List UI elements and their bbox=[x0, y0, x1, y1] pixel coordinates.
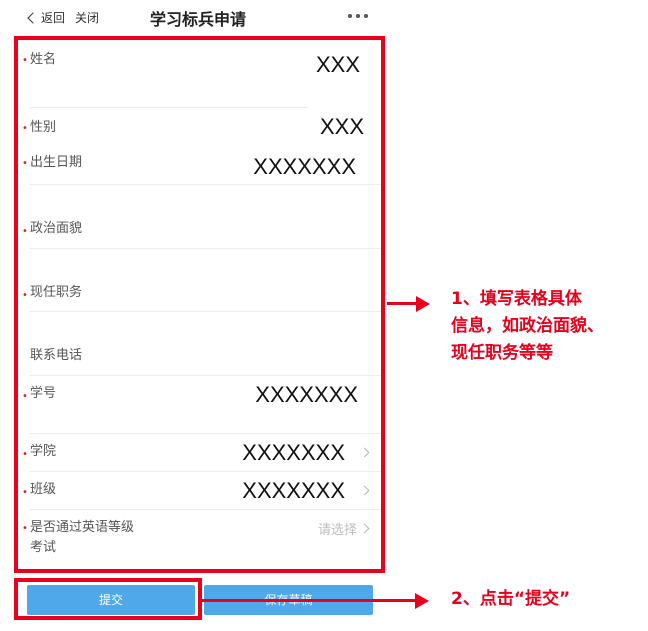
chevron-right-icon bbox=[359, 523, 370, 534]
field-label: 性别 bbox=[30, 120, 57, 135]
note-line: 信息，如政治面貌、 bbox=[451, 316, 604, 336]
required-marker: • bbox=[22, 487, 28, 498]
required-marker: • bbox=[22, 226, 28, 237]
annotation-arrow-head-icon bbox=[415, 593, 429, 609]
annotation-note-click-submit: 2、点击“提交” bbox=[451, 589, 571, 609]
required-marker: • bbox=[22, 123, 28, 134]
form-row-phone[interactable]: 联系电话 bbox=[17, 312, 382, 376]
required-marker: • bbox=[22, 158, 28, 169]
annotation-note-fill-form: 1、填写表格具体 信息，如政治面貌、 现任职务等等 bbox=[451, 286, 645, 367]
field-value[interactable]: XXXXXXX bbox=[255, 382, 358, 407]
field-label: 出生日期 bbox=[30, 155, 83, 170]
form-row-student-id[interactable]: • 学号 XXXXXXX bbox=[17, 376, 382, 434]
field-value[interactable]: XXX bbox=[315, 52, 360, 77]
row-divider bbox=[30, 509, 382, 510]
field-label: 政治面貌 bbox=[30, 221, 83, 236]
required-marker: • bbox=[22, 55, 28, 66]
annotation-arrow-line bbox=[200, 599, 416, 602]
row-divider bbox=[30, 107, 308, 108]
field-label: 学号 bbox=[30, 386, 57, 401]
field-label-continued: 考试 bbox=[30, 540, 57, 555]
form-row-name[interactable]: • 姓名 XXX bbox=[17, 38, 382, 108]
form-row-english-exam[interactable]: • 是否通过英语等级 考试 请选择 bbox=[17, 510, 382, 568]
row-divider bbox=[30, 311, 382, 312]
form-row-current-position[interactable]: • 现任职务 bbox=[17, 249, 382, 312]
row-divider bbox=[30, 375, 382, 376]
application-form: • 姓名 XXX • 性别 XXX • 出生日期 XXXXXXX • 政治面貌 … bbox=[17, 38, 382, 570]
field-value[interactable]: XXXXXXX bbox=[242, 478, 345, 503]
required-marker: • bbox=[22, 523, 28, 534]
required-marker: • bbox=[22, 290, 28, 301]
field-label: 现任职务 bbox=[30, 285, 83, 300]
row-divider bbox=[30, 184, 382, 185]
form-row-birthdate[interactable]: • 出生日期 XXXXXXX bbox=[17, 146, 382, 185]
field-label: 是否通过英语等级 bbox=[30, 520, 135, 535]
annotation-arrow-head-icon bbox=[416, 296, 430, 312]
field-label: 班级 bbox=[30, 482, 57, 497]
chevron-right-icon bbox=[359, 447, 370, 458]
select-placeholder[interactable]: 请选择 bbox=[317, 523, 357, 538]
annotation-arrow-line bbox=[387, 302, 417, 305]
form-row-college[interactable]: • 学院 XXXXXXX bbox=[17, 434, 382, 472]
required-marker: • bbox=[22, 449, 28, 460]
chevron-right-icon bbox=[359, 485, 370, 496]
close-button[interactable]: 关闭 bbox=[75, 11, 100, 25]
row-divider bbox=[30, 248, 382, 249]
chevron-left-icon bbox=[27, 12, 39, 24]
page-title: 学习标兵申请 bbox=[150, 10, 247, 29]
form-row-political-status[interactable]: • 政治面貌 bbox=[17, 185, 382, 249]
field-value[interactable]: XXXXXXX bbox=[253, 154, 356, 179]
required-marker: • bbox=[22, 391, 28, 402]
submit-button[interactable]: 提交 bbox=[27, 585, 195, 615]
more-options-icon[interactable] bbox=[348, 9, 370, 23]
field-value[interactable]: XXX bbox=[319, 114, 364, 139]
back-label: 返回 bbox=[41, 11, 66, 25]
row-divider bbox=[30, 433, 382, 434]
back-button[interactable]: 返回 bbox=[27, 9, 66, 26]
field-label: 联系电话 bbox=[30, 348, 83, 363]
top-bar: 返回 关闭 学习标兵申请 bbox=[0, 0, 385, 36]
field-label: 学院 bbox=[30, 444, 57, 459]
row-divider bbox=[30, 471, 382, 472]
note-line: 1、填写表格具体 bbox=[451, 289, 582, 309]
form-row-class[interactable]: • 班级 XXXXXXX bbox=[17, 472, 382, 510]
note-line: 现任职务等等 bbox=[451, 343, 553, 363]
form-row-gender[interactable]: • 性别 XXX bbox=[17, 108, 382, 146]
field-label: 姓名 bbox=[30, 52, 57, 67]
field-value[interactable]: XXXXXXX bbox=[242, 440, 345, 465]
